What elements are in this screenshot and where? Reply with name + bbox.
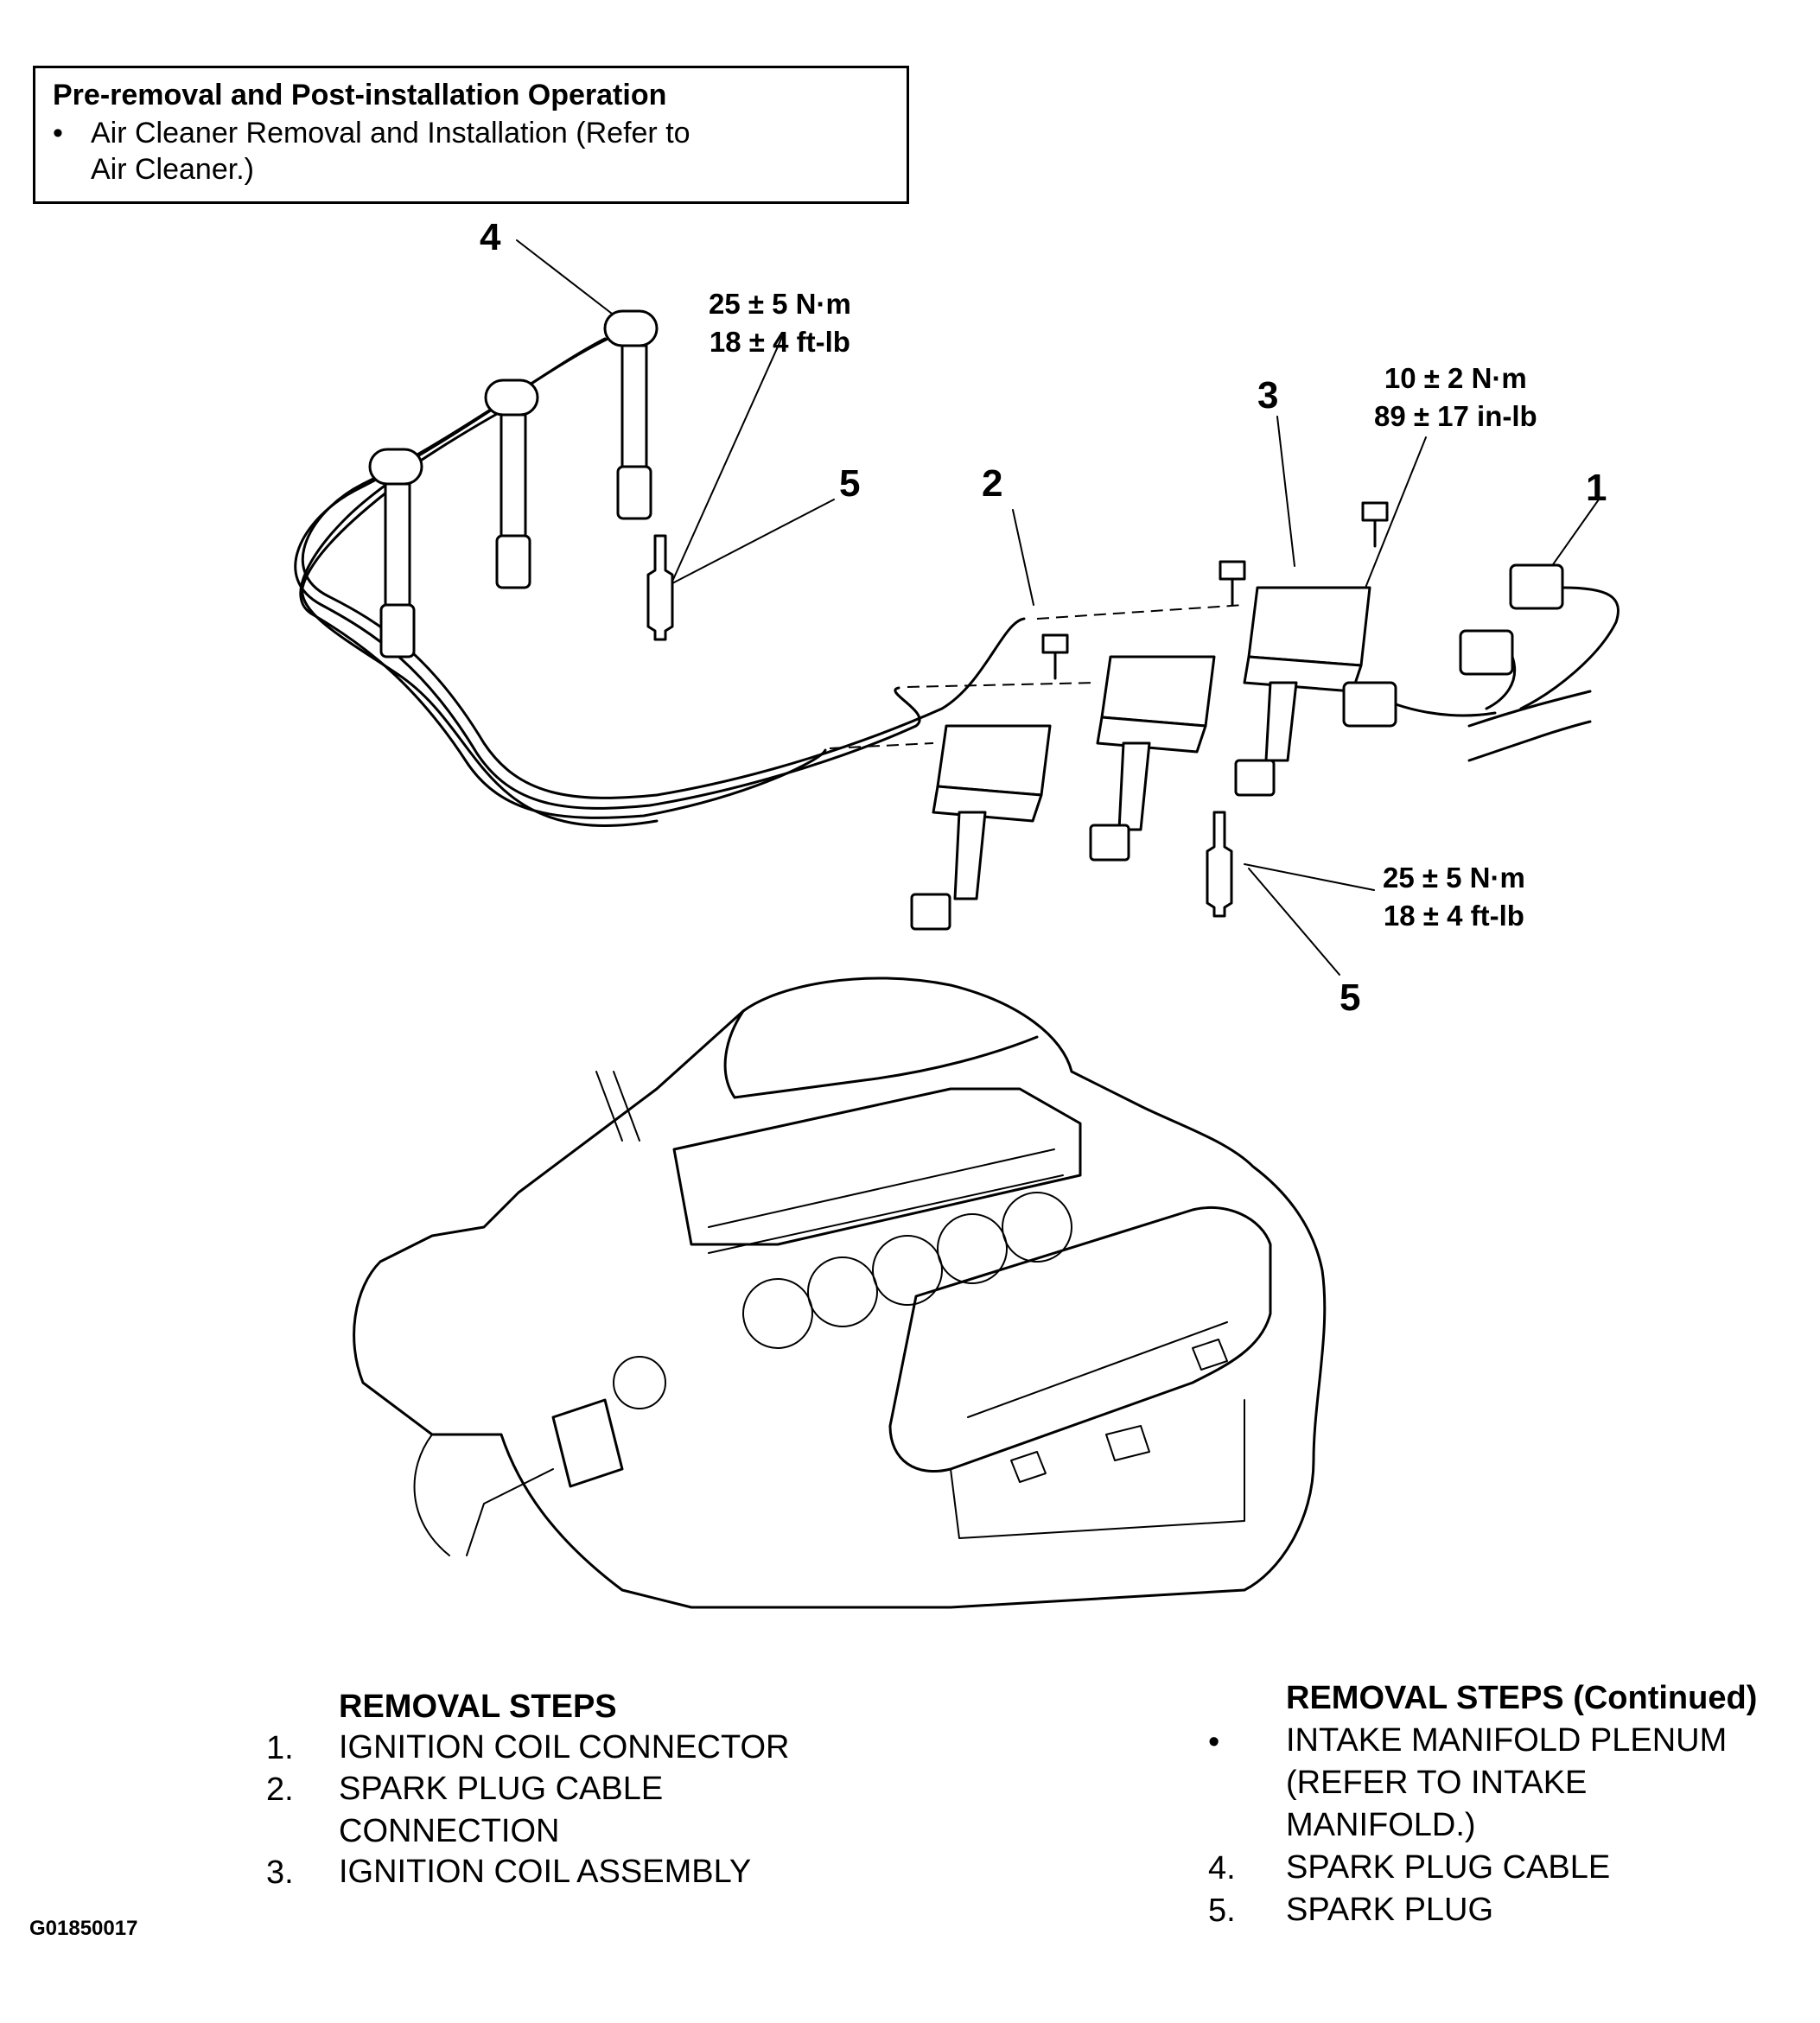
torque-nm: 25 ± 5 N·m bbox=[709, 288, 851, 320]
step-number: 4. bbox=[1208, 1850, 1236, 1886]
spark-plug-boots bbox=[368, 309, 659, 658]
torque-nm: 10 ± 2 N·m bbox=[1384, 362, 1527, 394]
coil-connector-harness bbox=[1342, 563, 1620, 762]
callout-1: 1 bbox=[1586, 467, 1607, 509]
note-line-2: Air Cleaner.) bbox=[91, 153, 254, 186]
pre-removal-note-box: Pre-removal and Post-installation Operat… bbox=[33, 66, 909, 204]
step-bullet: • bbox=[1208, 1724, 1220, 1760]
coil-bolts bbox=[1041, 501, 1389, 680]
callout-4: 4 bbox=[480, 216, 501, 258]
callout-2: 2 bbox=[982, 462, 1003, 505]
torque-coil-bolt: 10 ± 2 N·m 89 ± 17 in-lb bbox=[1374, 359, 1537, 436]
step-text: IGNITION COIL CONNECTOR bbox=[339, 1729, 790, 1765]
leader-lines bbox=[516, 239, 1600, 976]
callout-5-top: 5 bbox=[839, 462, 861, 505]
step-number: 5. bbox=[1208, 1893, 1236, 1929]
step-text-cont: (REFER TO INTAKE bbox=[1286, 1765, 1588, 1801]
spark-plugs bbox=[646, 534, 1233, 918]
torque-nm: 25 ± 5 N·m bbox=[1383, 862, 1525, 894]
note-line-1: Air Cleaner Removal and Installation (Re… bbox=[91, 117, 690, 149]
removal-steps-continued-heading: REMOVAL STEPS (Continued) bbox=[1286, 1680, 1758, 1716]
torque-spark-plug-top: 25 ± 5 N·m 18 ± 4 ft-lb bbox=[709, 285, 851, 361]
step-text: SPARK PLUG CABLE bbox=[1286, 1849, 1611, 1886]
step-number: 3. bbox=[266, 1854, 294, 1891]
torque-imperial: 18 ± 4 ft-lb bbox=[709, 326, 850, 358]
step-number: 2. bbox=[266, 1772, 294, 1808]
torque-spark-plug-bottom: 25 ± 5 N·m 18 ± 4 ft-lb bbox=[1383, 859, 1525, 935]
step-text: INTAKE MANIFOLD PLENUM bbox=[1286, 1722, 1728, 1759]
callout-3: 3 bbox=[1257, 374, 1279, 417]
torque-imperial: 89 ± 17 in-lb bbox=[1374, 400, 1537, 432]
note-bullet: • bbox=[53, 117, 63, 149]
removal-steps-heading: REMOVAL STEPS bbox=[339, 1689, 617, 1725]
note-title: Pre-removal and Post-installation Operat… bbox=[53, 79, 667, 111]
step-text: SPARK PLUG CABLE bbox=[339, 1771, 664, 1807]
step-text-cont: MANIFOLD.) bbox=[1286, 1807, 1476, 1843]
ignition-coils bbox=[910, 586, 1371, 931]
callout-5-bottom: 5 bbox=[1340, 977, 1361, 1019]
step-text: IGNITION COIL ASSEMBLY bbox=[339, 1854, 752, 1890]
torque-imperial: 18 ± 4 ft-lb bbox=[1383, 900, 1524, 932]
step-text: SPARK PLUG bbox=[1286, 1892, 1494, 1928]
step-text-cont: CONNECTION bbox=[339, 1813, 560, 1849]
engine-block bbox=[353, 977, 1327, 1609]
step-number: 1. bbox=[266, 1730, 294, 1766]
alignment-lines bbox=[829, 604, 1245, 749]
figure-id: G01850017 bbox=[29, 1917, 138, 1940]
